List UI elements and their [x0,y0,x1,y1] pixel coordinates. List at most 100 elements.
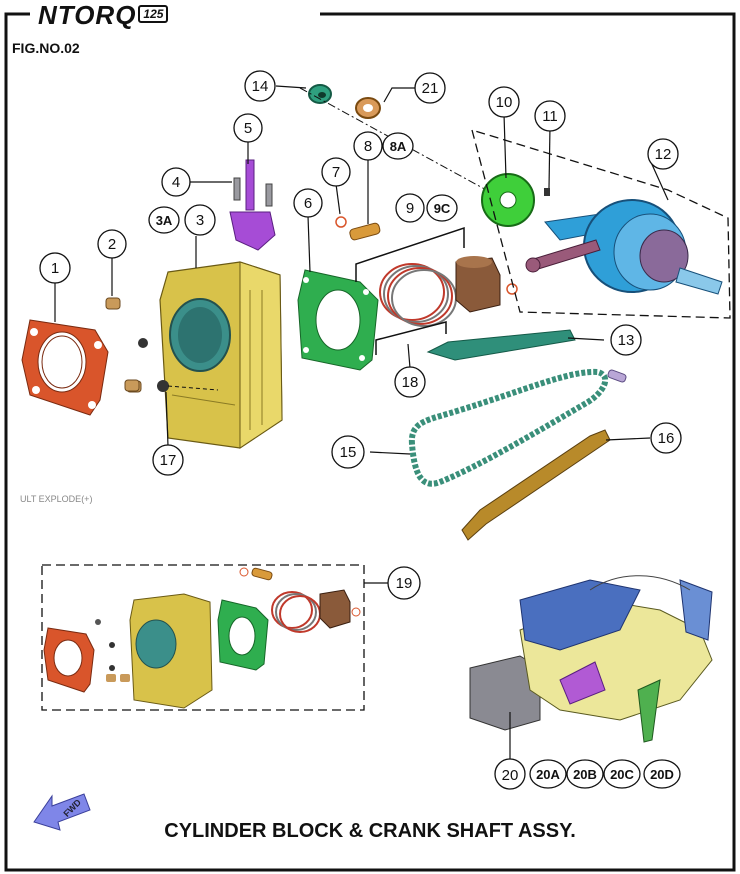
nut-part [138,338,169,392]
explode-watermark: ULT EXPLODE(+) [20,494,93,504]
callout-3a: 3A [148,206,180,234]
cylinder-block-part [159,261,283,449]
crankshaft-part [525,199,723,295]
kit-head-gasket [217,599,269,671]
svg-text:17: 17 [160,452,177,469]
tensioner-guide-part [461,429,611,541]
page-border [4,12,736,872]
svg-text:15: 15 [340,444,357,461]
svg-text:6: 6 [304,195,312,212]
logo-backdrop [30,2,320,28]
svg-text:20A: 20A [536,767,560,782]
svg-text:11: 11 [542,108,558,125]
kit-cylinder [129,593,213,709]
callout-2: 2 [97,229,127,259]
chain-bolt-part [607,369,627,383]
piston-part [455,256,501,313]
svg-text:7: 7 [332,164,340,181]
svg-text:19: 19 [396,575,413,592]
callout-10: 10 [488,86,520,118]
callout-3: 3 [184,204,216,236]
callout-bracket-18 [375,321,447,355]
callout-13: 13 [610,324,642,356]
svg-text:10: 10 [496,94,513,111]
callout-bracket-9 [355,226,465,282]
oil-seal-part-hole [318,92,326,98]
callout-20b: 20B [566,759,604,789]
svg-text:14: 14 [252,78,269,95]
circlip-part [335,216,347,228]
callout-6: 6 [293,188,323,218]
svg-text:9: 9 [406,200,414,217]
callout-19: 19 [387,566,421,600]
kit-rings [271,591,321,633]
chain-guide-part [426,329,576,361]
svg-text:3: 3 [196,212,204,229]
forward-arrow-icon [33,793,91,831]
figure-number: FIG.NO.02 [12,40,80,56]
kit-gasket [43,627,95,693]
engine-assembly-part [469,575,713,743]
callout-17: 17 [152,444,184,476]
svg-text:20D: 20D [650,767,674,782]
leader-lines [54,85,669,584]
svg-text:20C: 20C [610,767,634,782]
chain-tensioner-part [229,159,276,251]
callout-20c: 20C [603,759,641,789]
kit-circlip [239,567,249,577]
callout-1: 1 [39,252,71,284]
base-gasket-part [21,319,109,416]
callout-4: 4 [161,167,191,197]
svg-text:16: 16 [658,430,675,447]
svg-text:12: 12 [655,146,672,163]
callout-9c: 9C [426,194,458,222]
svg-text:3A: 3A [156,213,173,228]
callout-11: 11 [534,100,566,132]
callout-16: 16 [650,422,682,454]
brand-model: 125 [138,5,169,23]
svg-text:1: 1 [51,260,59,277]
kit-pin [251,567,273,581]
callout-20d: 20D [643,759,681,789]
callout-8a: 8A [382,132,414,160]
callout-14: 14 [244,70,276,102]
svg-text:4: 4 [172,174,180,191]
svg-text:2: 2 [108,236,116,253]
svg-text:8A: 8A [390,139,407,154]
svg-text:20B: 20B [573,767,597,782]
kit-piston [319,589,351,629]
svg-text:9C: 9C [434,201,451,216]
diagram-title: CYLINDER BLOCK & CRANK SHAFT ASSY. [164,820,576,842]
dowel-pin-part-2 [124,379,140,392]
kit-small-parts [95,619,130,682]
svg-text:13: 13 [618,332,635,349]
piston-pin-part [349,222,381,241]
bolt-part [233,177,273,207]
svg-text:5: 5 [244,120,252,137]
callout-20: 20 [494,758,526,790]
svg-text:8: 8 [364,138,372,155]
callout-12: 12 [647,138,679,170]
callout-20a: 20A [529,759,567,789]
callout-15: 15 [331,435,365,469]
woodruff-key-part [544,188,550,196]
head-gasket-part [297,269,379,371]
callout-8: 8 [353,131,383,161]
crank-assembly-box [471,129,731,319]
svg-text:20: 20 [502,767,519,784]
spacer-part-hole [363,104,373,112]
leader-17a [167,385,219,391]
callout-9: 9 [395,193,425,223]
cam-chain-part [408,368,609,487]
callout-7: 7 [321,157,351,187]
kit-circlip-2 [351,607,361,617]
dowel-pin-part [105,297,142,393]
kit-box-19 [41,564,365,711]
callout-5: 5 [233,113,263,143]
brand-name: NTORQ [38,0,137,30]
sprocket-part [481,173,535,227]
piston-rings-part [379,263,457,327]
callout-18: 18 [394,366,426,398]
